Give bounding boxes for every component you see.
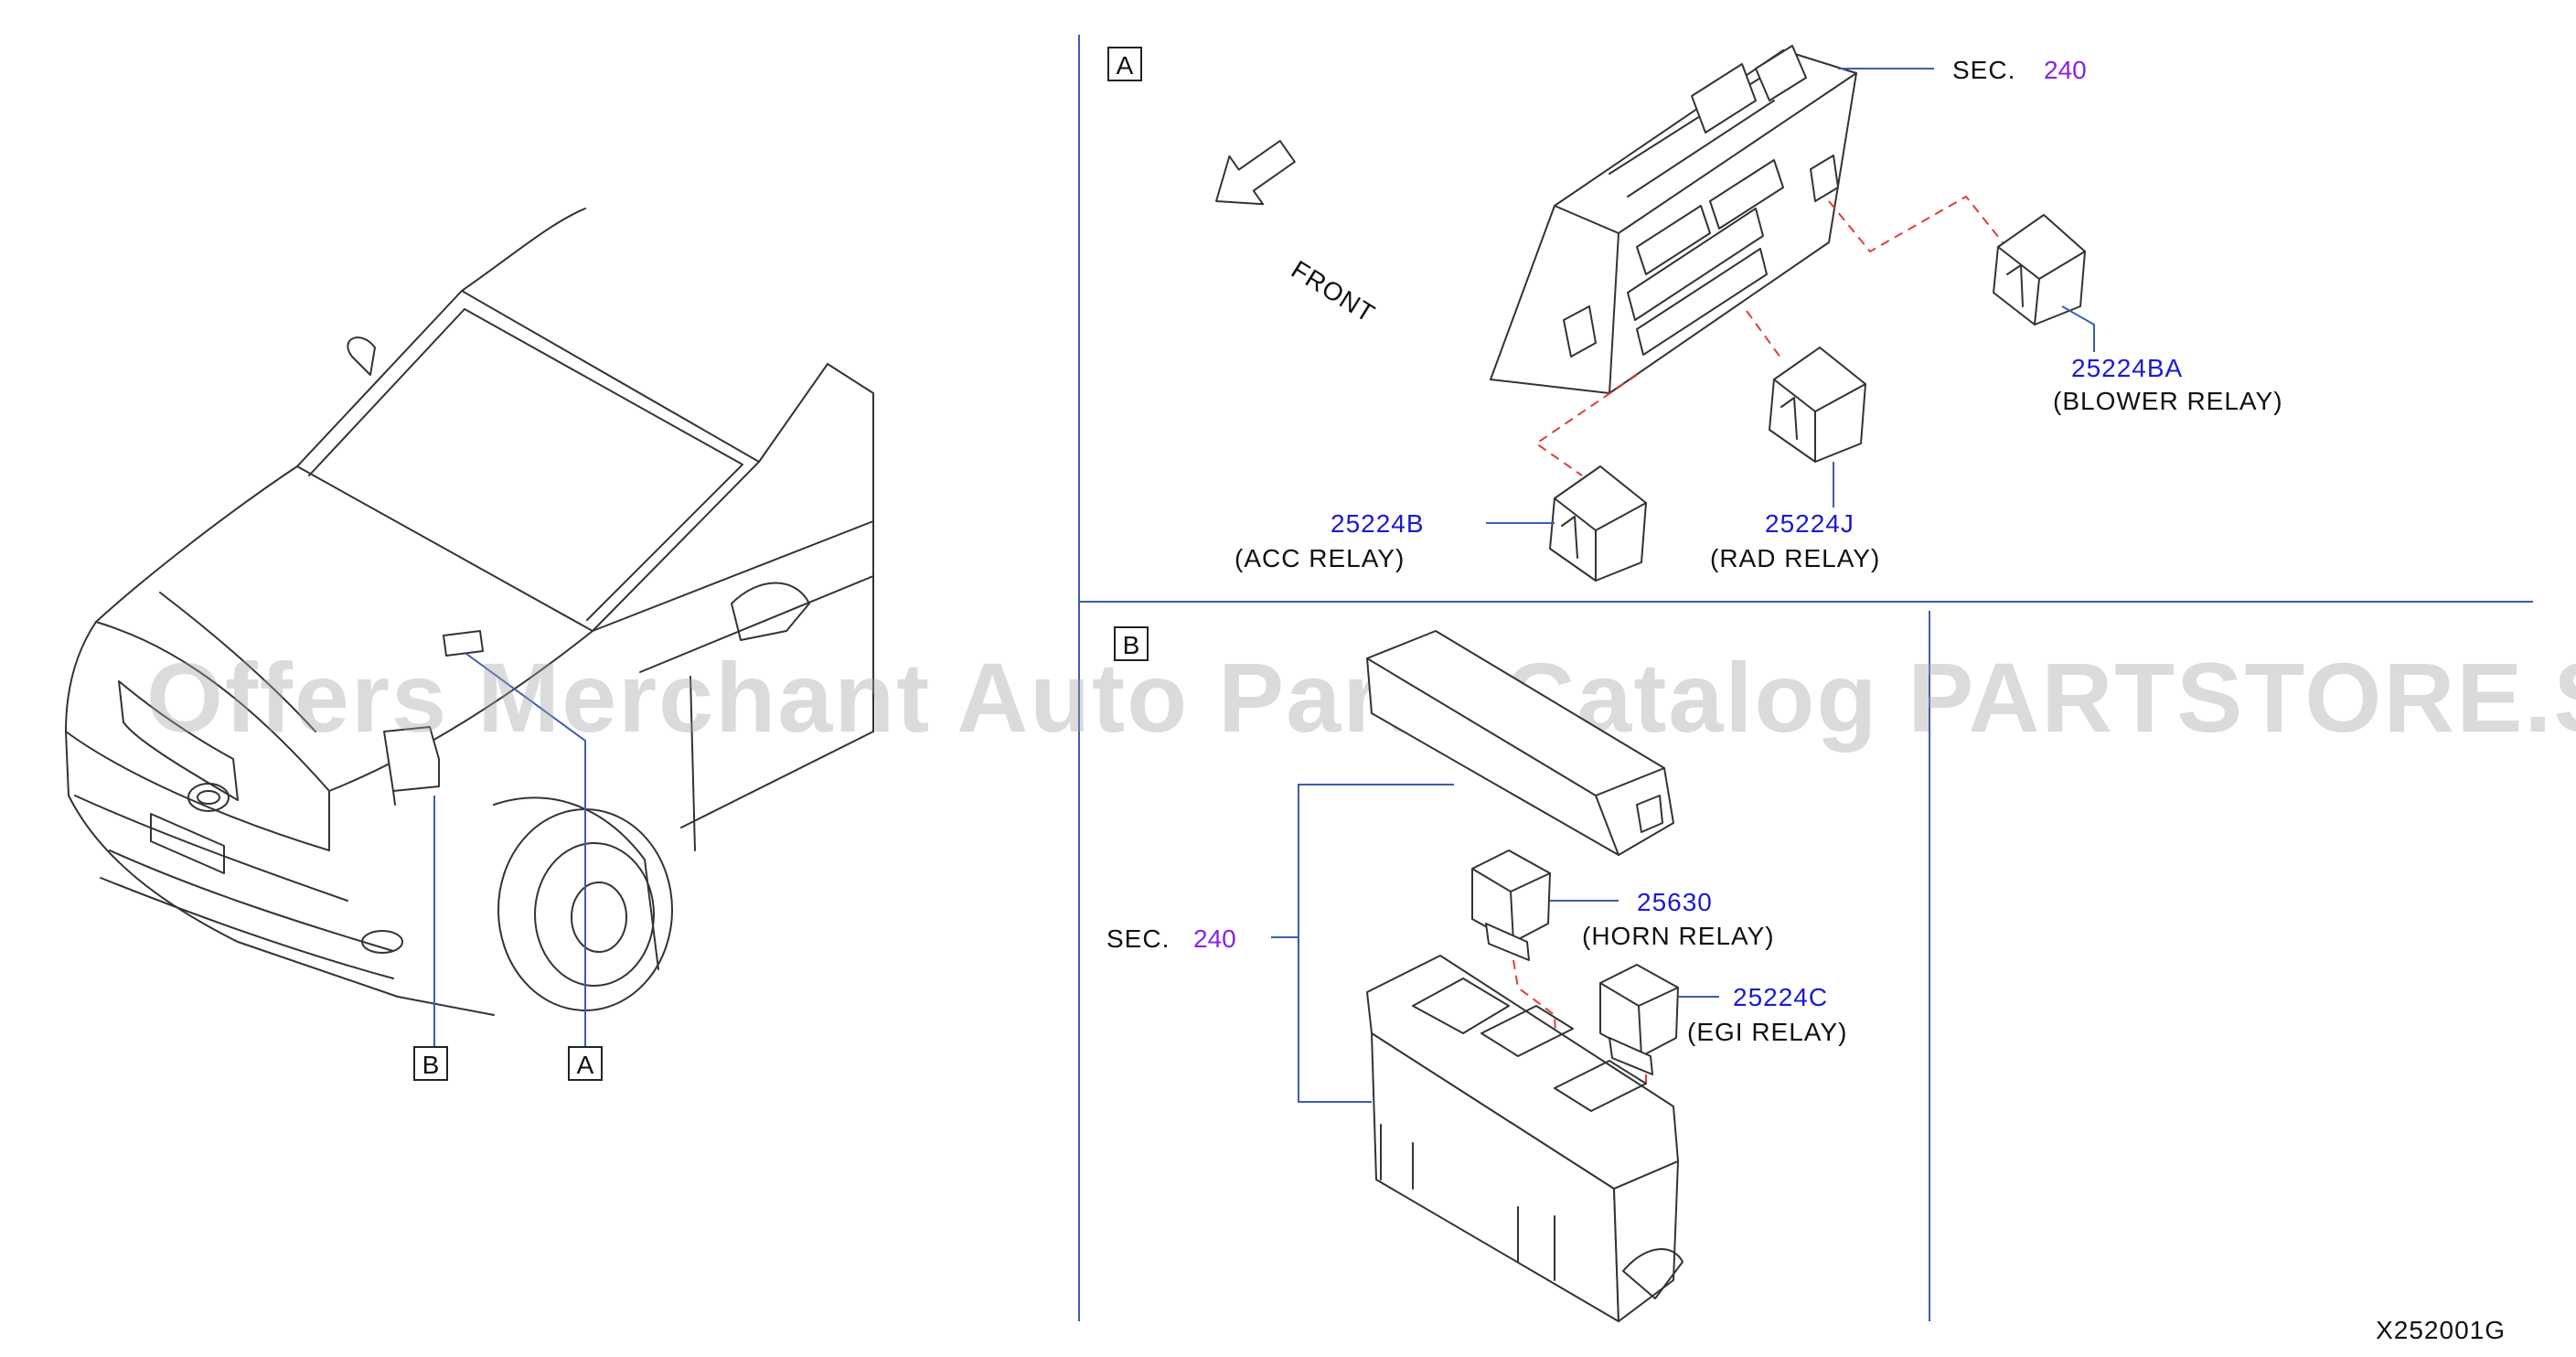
panel-dividers: [1078, 35, 2533, 1321]
front-label: FRONT: [1287, 255, 1380, 328]
diagram-code: X252001G: [2376, 1316, 2506, 1344]
front-arrow-icon: [1215, 140, 1296, 206]
section-b-box-label: B: [1123, 631, 1140, 659]
section-a-sec-prefix: SEC.: [1952, 56, 2015, 84]
callout-b-label: B: [422, 1051, 440, 1079]
egi-relay: [1599, 964, 1679, 1075]
part-number-25630: 25630: [1637, 888, 1713, 916]
section-a: A FRONT SEC. 240: [1107, 45, 2283, 582]
callout-b: B: [413, 1046, 448, 1081]
section-b: B 25630 (HORN RELAY) 25224C (EGI RELAY: [1106, 626, 1847, 1322]
part-name-rad-relay: (RAD RELAY): [1710, 544, 1880, 572]
callout-a-label: A: [577, 1051, 594, 1079]
part-number-25224c: 25224C: [1733, 983, 1828, 1011]
watermark: Offers Merchant Auto Parts Catalog PARTS…: [146, 642, 2576, 753]
rad-relay: [1769, 347, 1866, 463]
car-overview: [65, 208, 874, 1047]
part-number-25224ba: 25224BA: [2071, 354, 2183, 382]
part-name-horn-relay: (HORN RELAY): [1582, 922, 1775, 950]
part-number-25224b: 25224B: [1331, 509, 1425, 538]
part-name-acc-relay: (ACC RELAY): [1235, 544, 1405, 572]
callout-a: A: [568, 1046, 603, 1081]
blower-relay: [1993, 214, 2086, 326]
junction-box-a: [1490, 45, 1857, 394]
part-name-blower-relay: (BLOWER RELAY): [2053, 387, 2283, 415]
part-number-25224j: 25224J: [1765, 509, 1855, 538]
section-b-sec-number: 240: [1193, 924, 1236, 953]
fuse-box-cover: [1366, 630, 1674, 856]
part-name-egi-relay: (EGI RELAY): [1687, 1018, 1847, 1046]
fuse-box-lower: [1366, 955, 1683, 1322]
section-a-box-label: A: [1117, 51, 1134, 80]
acc-relay: [1549, 465, 1647, 582]
section-b-sec-prefix: SEC.: [1106, 924, 1170, 953]
horn-relay: [1471, 849, 1551, 961]
section-a-sec-number: 240: [2044, 56, 2087, 84]
